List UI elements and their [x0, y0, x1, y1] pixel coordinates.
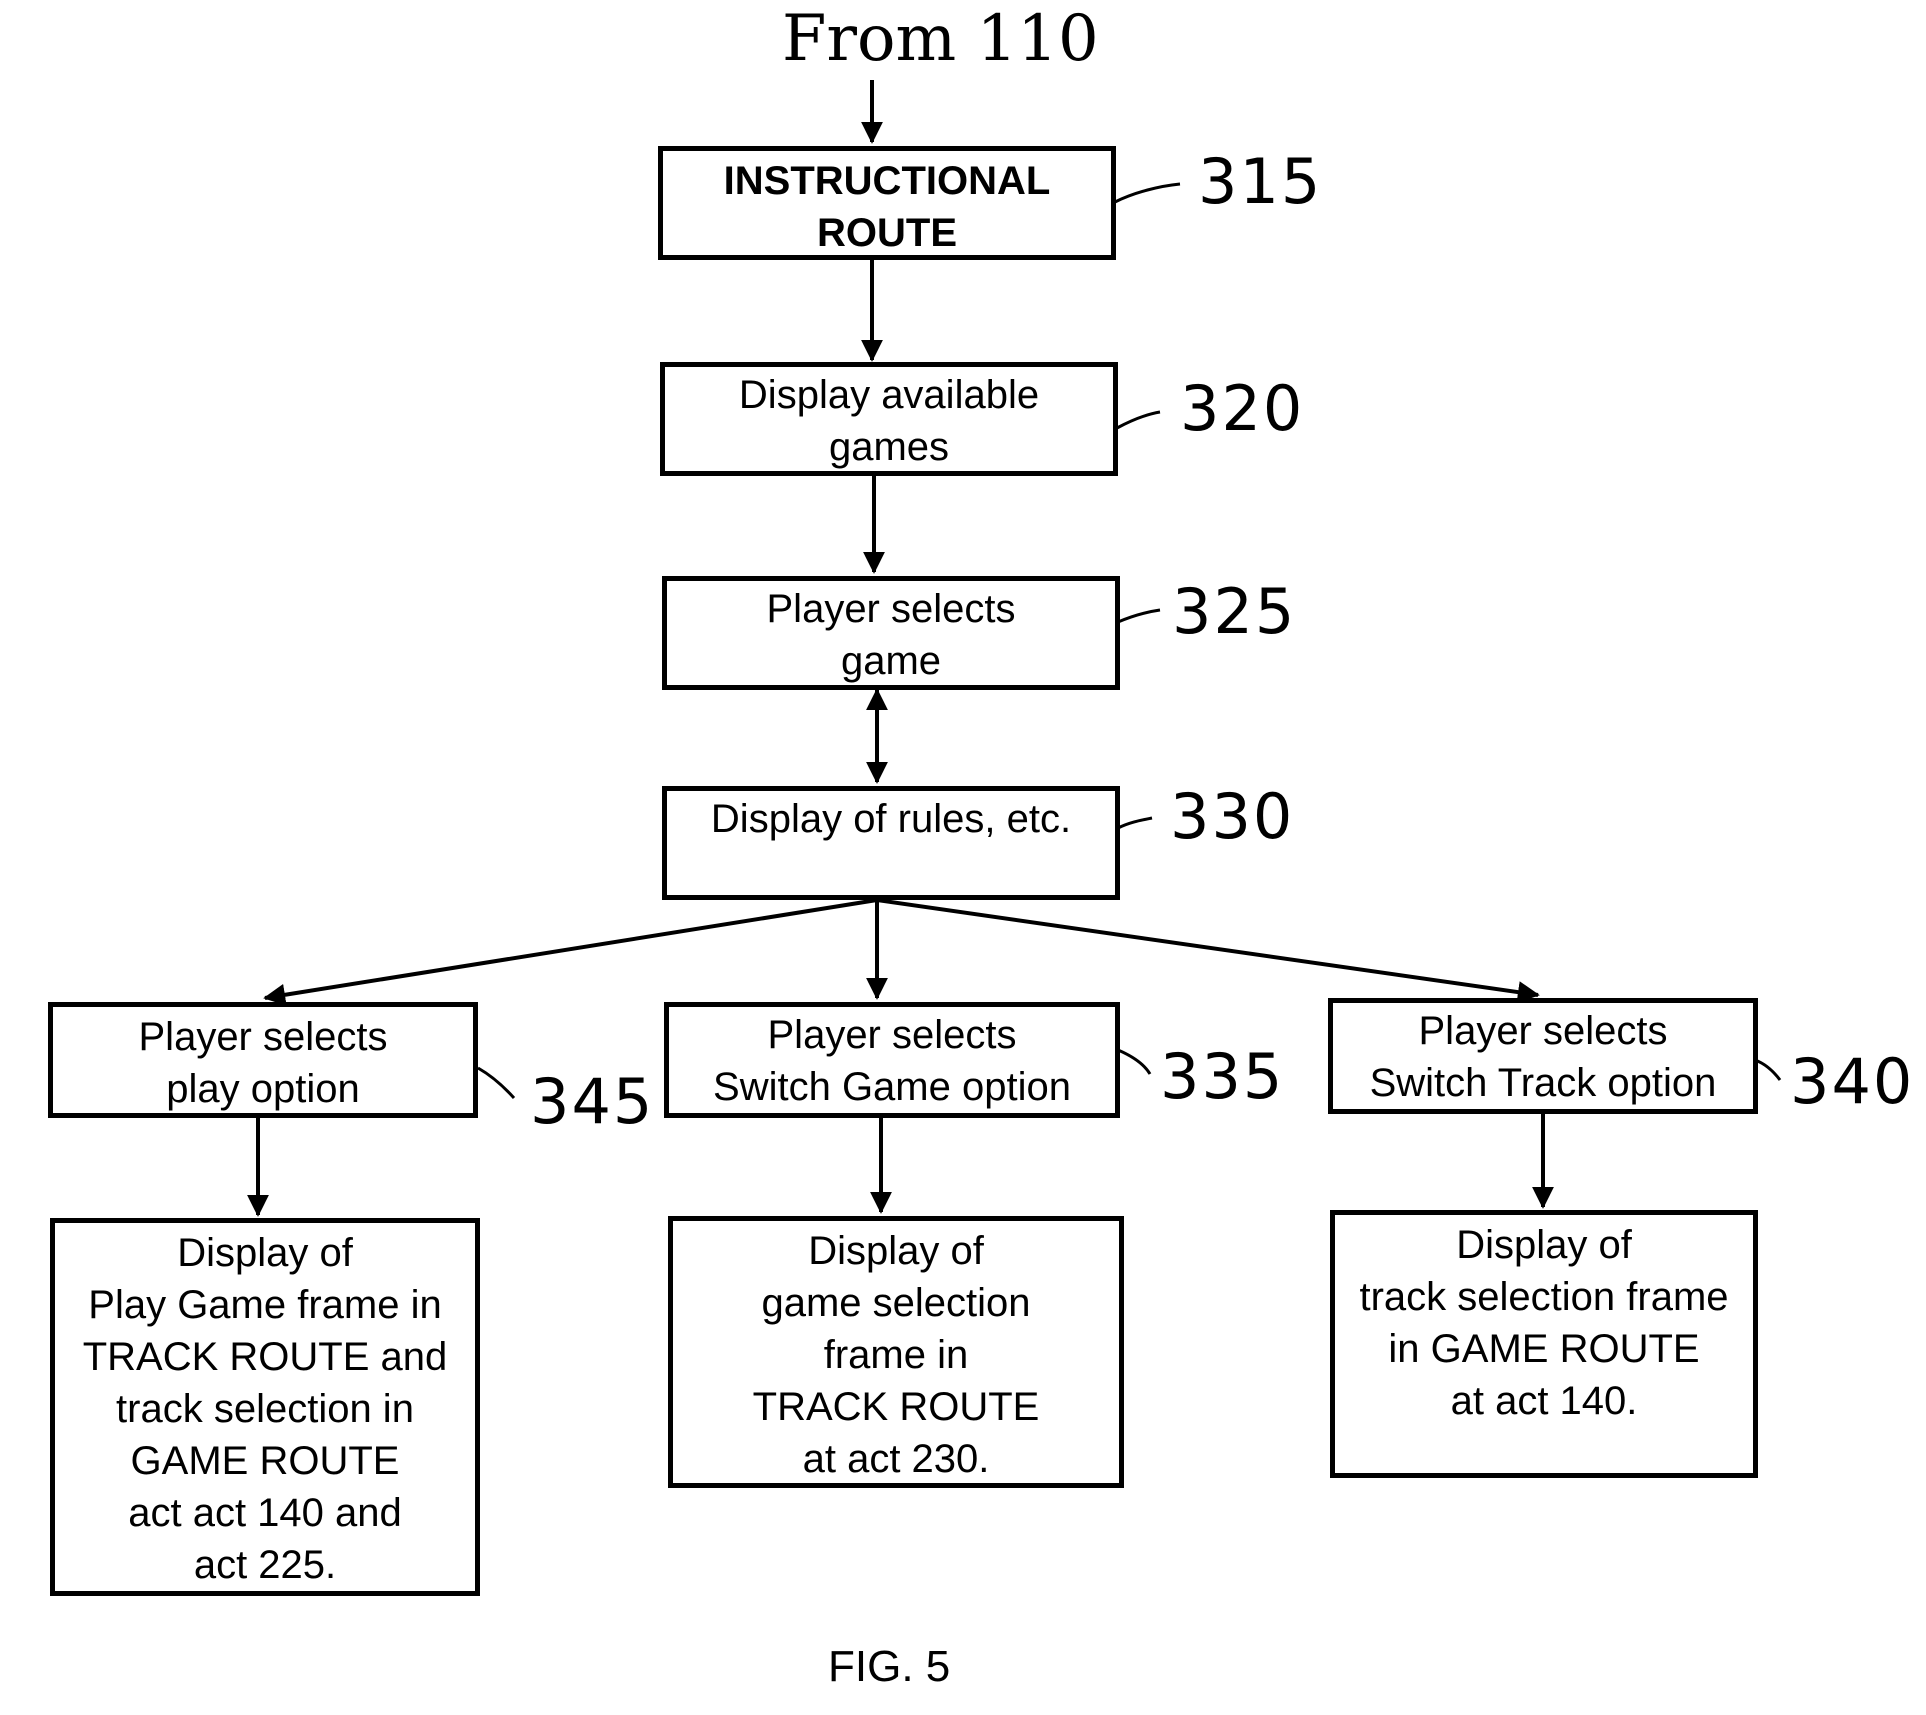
- box-line: TRACK ROUTE and: [83, 1331, 448, 1383]
- box-line: Player selects: [139, 1011, 388, 1063]
- leader-325: [1118, 610, 1160, 622]
- player-selects-switch-game-box: Player selects Switch Game option: [664, 1002, 1120, 1118]
- leader-330: [1118, 818, 1152, 828]
- ref-320: 320: [1180, 372, 1304, 445]
- figure-caption: FIG. 5: [828, 1642, 950, 1692]
- ref-330: 330: [1170, 780, 1294, 853]
- box-line: Display of: [808, 1225, 984, 1277]
- box-line: game: [841, 635, 941, 687]
- ref-340: 340: [1790, 1045, 1914, 1118]
- box-line: INSTRUCTIONAL: [724, 155, 1051, 207]
- box-line: play option: [166, 1063, 359, 1115]
- ref-325: 325: [1172, 575, 1296, 648]
- box-line: Play Game frame in: [88, 1279, 441, 1331]
- track-selection-frame-box: Display of track selection frame in GAME…: [1330, 1210, 1758, 1478]
- box-line: game selection: [761, 1277, 1030, 1329]
- box-line: frame in: [824, 1329, 969, 1381]
- leader-335: [1118, 1050, 1150, 1074]
- box-line: at act 140.: [1451, 1375, 1638, 1427]
- box-line: Player selects: [768, 1009, 1017, 1061]
- box-line: Display of: [177, 1227, 353, 1279]
- leader-340: [1755, 1060, 1780, 1080]
- box-line: Display of rules, etc.: [711, 793, 1071, 845]
- box-line: in GAME ROUTE: [1388, 1323, 1699, 1375]
- arrow-330-to-345: [265, 900, 877, 998]
- player-selects-game-box: Player selects game: [662, 576, 1120, 690]
- leader-320: [1117, 412, 1160, 428]
- ref-315: 315: [1198, 145, 1322, 218]
- box-line: track selection in: [116, 1383, 414, 1435]
- box-line: act 225.: [194, 1539, 336, 1591]
- box-line: Display of: [1456, 1219, 1632, 1271]
- box-line: at act 230.: [803, 1433, 990, 1485]
- play-game-frame-box: Display of Play Game frame in TRACK ROUT…: [50, 1218, 480, 1596]
- from-110-label: From 110: [782, 2, 1099, 76]
- box-line: Display available: [739, 369, 1039, 421]
- ref-345: 345: [530, 1065, 654, 1138]
- ref-335: 335: [1160, 1040, 1284, 1113]
- box-line: GAME ROUTE: [131, 1435, 400, 1487]
- arrow-330-to-340: [877, 900, 1538, 995]
- player-selects-switch-track-box: Player selects Switch Track option: [1328, 998, 1758, 1114]
- leader-315: [1115, 184, 1180, 202]
- box-line: games: [829, 421, 949, 473]
- box-line: Player selects: [767, 583, 1016, 635]
- game-selection-frame-box: Display of game selection frame in TRACK…: [668, 1216, 1124, 1488]
- box-line: Switch Track option: [1370, 1057, 1717, 1109]
- instructional-route-box: INSTRUCTIONAL ROUTE: [658, 146, 1116, 260]
- display-available-games-box: Display available games: [660, 362, 1118, 476]
- box-line: TRACK ROUTE: [753, 1381, 1040, 1433]
- box-line: Player selects: [1419, 1005, 1668, 1057]
- player-selects-play-option-box: Player selects play option: [48, 1002, 478, 1118]
- box-line: track selection frame: [1359, 1271, 1728, 1323]
- box-line: act act 140 and: [128, 1487, 402, 1539]
- leader-345: [478, 1068, 514, 1098]
- box-line: Switch Game option: [713, 1061, 1071, 1113]
- display-of-rules-box: Display of rules, etc.: [662, 786, 1120, 900]
- box-line: ROUTE: [817, 207, 957, 259]
